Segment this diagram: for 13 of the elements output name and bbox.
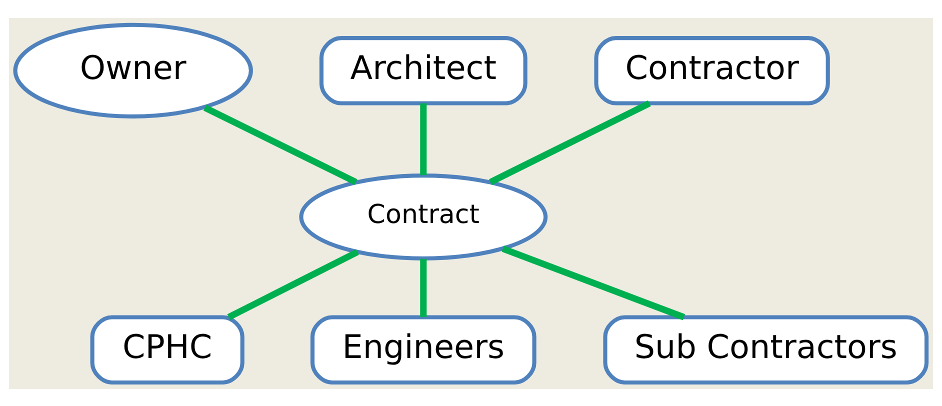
node-box: Sub Contractors [603,314,929,384]
node-ellipse: Contract [299,173,548,260]
node-box: Engineers [310,314,536,384]
node-box: Architect [319,36,528,105]
connector [420,102,427,175]
node-ellipse: Owner [13,22,253,118]
connector [489,100,651,185]
node-box: Contractor [594,36,830,105]
node-box: CPHC [90,314,244,384]
connector [420,258,427,316]
connector [227,248,359,320]
connector [203,104,358,185]
connector [502,245,686,320]
